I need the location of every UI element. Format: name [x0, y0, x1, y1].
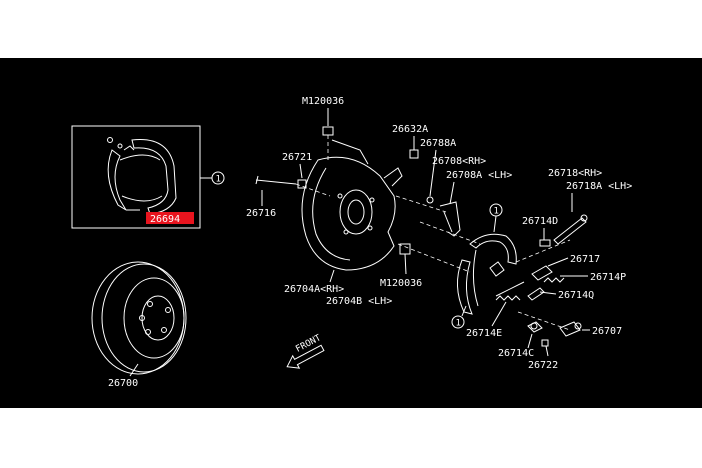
part-26717-group: 26717 26714P 26714Q: [515, 239, 626, 301]
part-26632a-26788a: 26632A 26788A: [392, 124, 456, 213]
part-26707: 26707: [559, 321, 622, 337]
part-26714d: 26714D: [522, 216, 558, 247]
bolt-m120036-bottom: M120036: [380, 243, 422, 289]
callout-number-right-bottom: 1: [456, 319, 461, 329]
label-26694: 26694: [150, 214, 180, 225]
label-26704b-lh: 26704B <LH>: [326, 296, 392, 307]
label-m120036-bottom: M120036: [380, 278, 422, 289]
brake-rotor: 26700: [91, 261, 187, 389]
label-26632a: 26632A: [392, 124, 428, 135]
part-26714e: 26714E: [466, 301, 507, 339]
label-26704a-rh: 26704A<RH>: [284, 284, 344, 295]
label-26722: 26722: [528, 360, 558, 371]
label-26714d: 26714D: [522, 216, 558, 227]
callout-circle-1: [211, 171, 225, 185]
backing-plate: [301, 139, 403, 271]
label-26700: 26700: [108, 378, 138, 389]
label-26718a-lh: 26718A <LH>: [566, 181, 632, 192]
label-26714e: 26714E: [466, 328, 502, 339]
bolt-m120036-top: M120036: [302, 96, 344, 160]
part-26704: 26704A<RH> 26704B <LH>: [284, 269, 392, 307]
callout-number-right-top: 1: [494, 207, 499, 217]
label-26788a: 26788A: [420, 138, 456, 149]
label-26714c: 26714C: [498, 348, 534, 359]
label-26714q: 26714Q: [558, 290, 594, 301]
part-26708: 26708<RH> 26708A <LH>: [432, 156, 512, 237]
reference-code: A263001162: [626, 400, 687, 411]
label-26708-rh: 26708<RH>: [432, 156, 486, 167]
label-26714p: 26714P: [590, 272, 626, 283]
highlight-26694: [146, 212, 194, 224]
label-26721: 26721: [282, 152, 312, 163]
right-shoe-assembly: 1 1: [397, 203, 525, 329]
label-26718-rh: 26718<RH>: [548, 168, 602, 179]
part-26718: 26718<RH> 26718A <LH>: [548, 168, 632, 245]
label-m120036-top: M120036: [302, 96, 344, 107]
label-26707: 26707: [592, 326, 622, 337]
shoe-kit-box: 1 26694: [71, 125, 225, 229]
part-26721-26716: 26721 26716: [246, 152, 331, 219]
label-26717: 26717: [570, 254, 600, 265]
callout-number: 1: [216, 175, 221, 185]
label-26708a-lh: 26708A <LH>: [446, 170, 512, 181]
label-26716: 26716: [246, 208, 276, 219]
